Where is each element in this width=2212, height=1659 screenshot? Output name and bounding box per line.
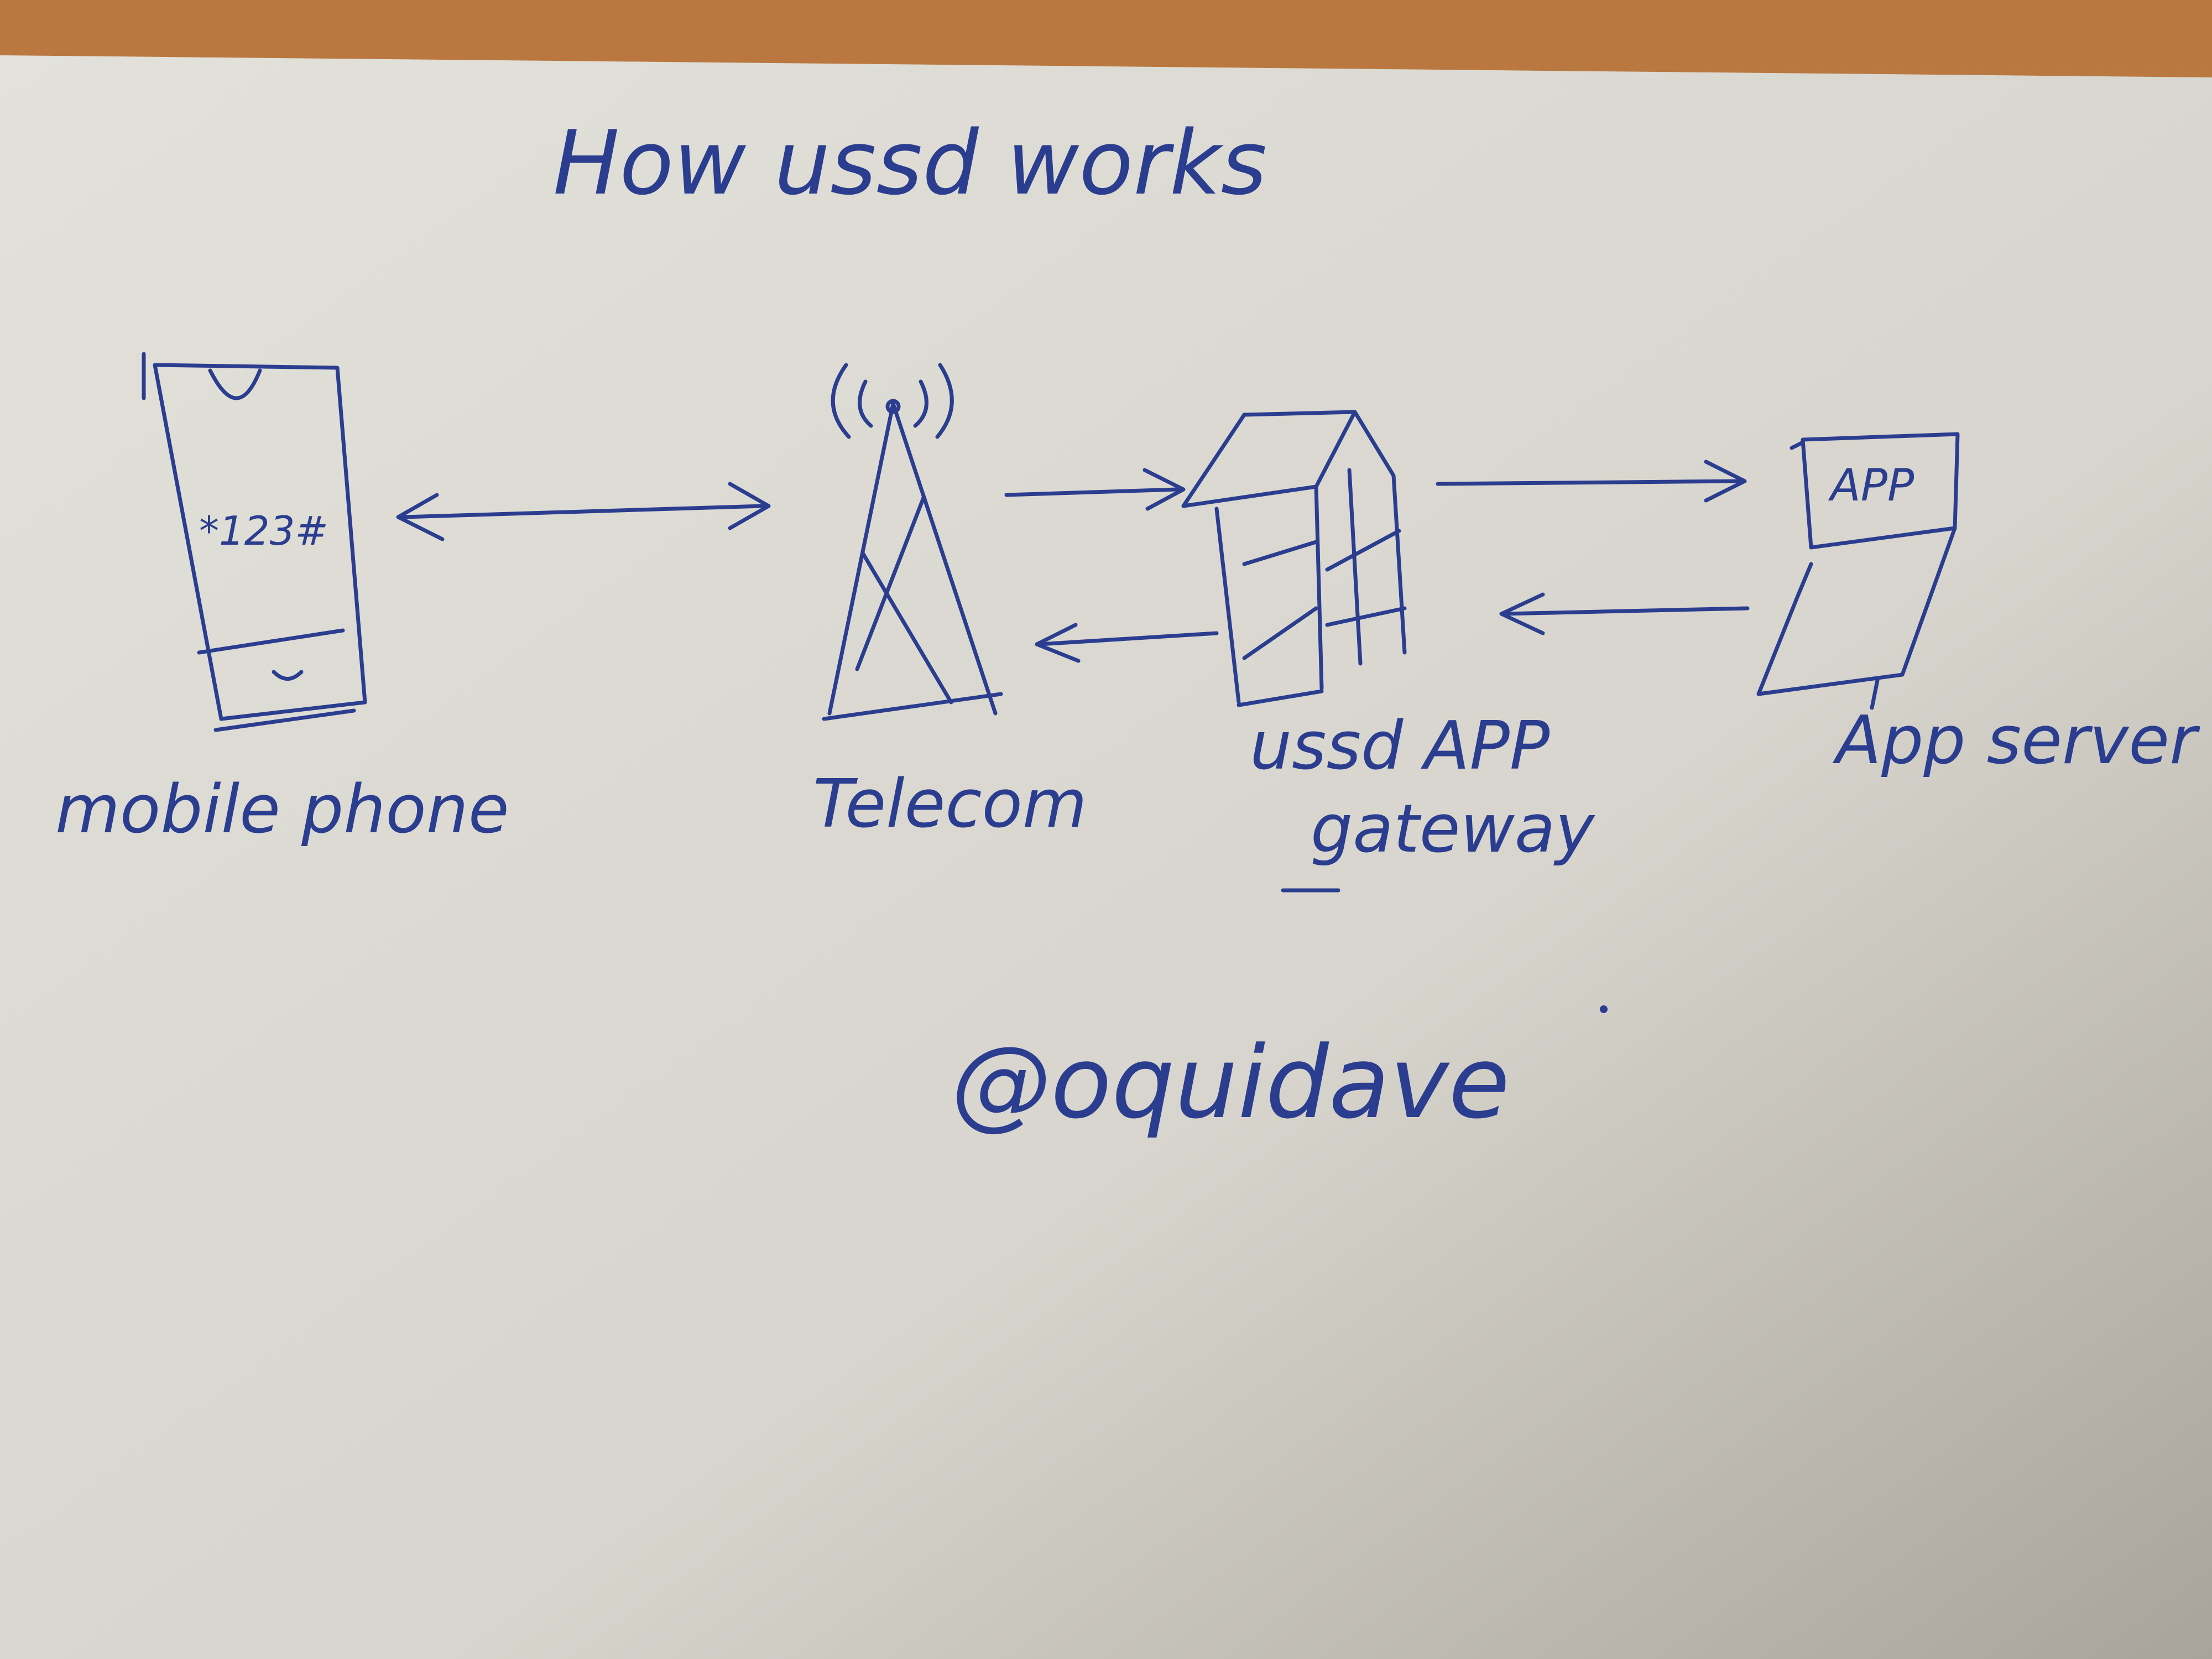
telecom-label: Telecom	[813, 766, 1087, 843]
gateway-building-icon	[1181, 410, 1407, 707]
mobile-phone-icon	[142, 352, 367, 732]
appserver-gateway-arrow	[1499, 592, 1750, 635]
mobile-phone-label: mobile phone	[55, 771, 509, 848]
app-screen-text: APP	[1828, 460, 1914, 511]
paper-sheet	[0, 55, 2212, 1659]
telecom-tower-icon	[822, 363, 1003, 721]
gateway-label-line1: ussd APP	[1250, 708, 1550, 785]
diagram-title: How ussd works	[553, 111, 1267, 215]
signature: @oquidave	[951, 1025, 1510, 1141]
phone-screen-text: *123#	[199, 508, 328, 554]
gateway-appserver-arrow	[1436, 460, 1747, 503]
app-server-label: App server	[1832, 702, 2200, 779]
gateway-label-line2: gateway	[1311, 791, 1595, 868]
phone-telecom-arrow	[396, 482, 771, 541]
gateway-telecom-arrow	[1035, 623, 1219, 663]
signature-dot	[1600, 1005, 1608, 1013]
app-server-icon	[1756, 432, 1960, 710]
telecom-gateway-arrow	[1004, 468, 1186, 511]
